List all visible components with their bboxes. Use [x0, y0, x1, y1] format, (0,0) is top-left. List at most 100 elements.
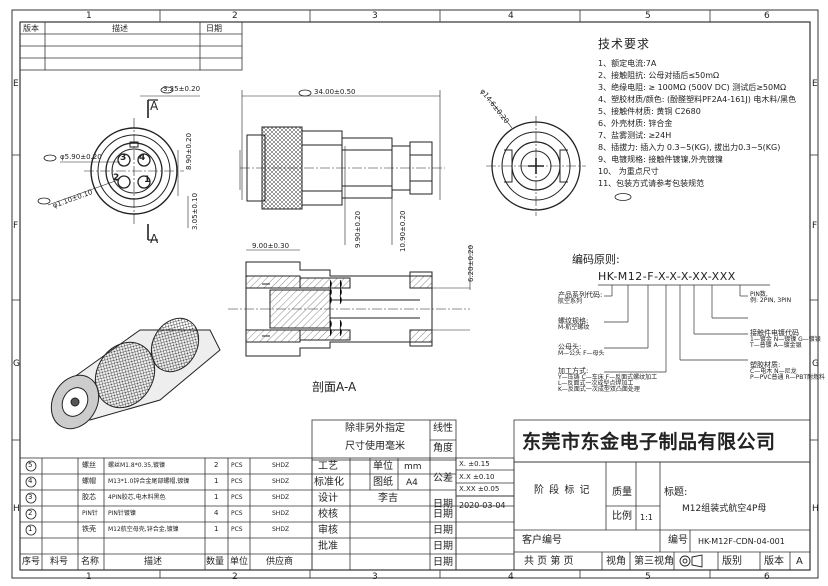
tol-xx: X.X ±0.10 — [459, 473, 495, 481]
grid-row-f: F — [13, 221, 19, 231]
dim-d3: φ5.90±0.20 — [60, 153, 102, 161]
section-mark-a-bottom: A — [150, 232, 159, 246]
tech-item: 8、插拔力: 插入力 0.3~5(KG), 拔出力0.3~5(KG) — [598, 143, 781, 152]
bom-header-supplier: 供应商 — [266, 557, 294, 567]
bom-desc: PIN针镀镍 — [108, 510, 136, 517]
grid-row-h: H — [13, 504, 20, 514]
grid-row-e: E — [13, 79, 19, 89]
sign-date-4: 日期 — [433, 541, 453, 552]
sign-date-3: 日期 — [433, 525, 453, 536]
bom-qty: 4 — [214, 509, 219, 517]
grid-ticks — [12, 10, 818, 578]
bom-desc: M13*1.0锌合金尾部螺帽,镀镍 — [108, 478, 190, 485]
bom-unit: PCS — [231, 526, 243, 533]
rev-desc-header: 描述 — [112, 24, 128, 33]
sign-date-2: 日期 — [433, 509, 453, 520]
grid-col-6-bottom: 6 — [764, 572, 770, 582]
bom-desc: 4PIN胶芯,电木料黑色 — [108, 494, 166, 501]
bom-header-qty: 数量 — [206, 557, 225, 567]
company-name: 东莞市东金电子制品有限公司 — [522, 431, 776, 453]
bom-name: 螺帽 — [82, 477, 96, 485]
code-value: HK-M12F-CDN-04-001 — [698, 537, 785, 546]
code-label-process: 加工方式: Y—压铸 C—车床 F—反面式螺纹加工 L—反面式一次成型点焊加工 … — [558, 367, 658, 393]
bom-unit: PCS — [231, 462, 243, 469]
code-label: 编号 — [668, 535, 688, 546]
bom-name: 螺丝 — [82, 461, 96, 469]
sign-designer: 李吉 — [378, 493, 398, 504]
tol-xxx: X.XX ±0.05 — [459, 485, 500, 493]
isometric-view — [50, 317, 221, 430]
sign-design: 设计 — [318, 493, 338, 504]
bom-no: 2 — [28, 509, 33, 517]
grid-col-2-bottom: 2 — [232, 572, 238, 582]
bom-no: 4 — [28, 477, 33, 485]
dim-d6: 3.05±0.10 — [191, 192, 199, 230]
sign-review: 审核 — [318, 525, 338, 536]
pin-label-3: 3 — [120, 153, 127, 163]
grid-row-h-right: H — [812, 504, 819, 514]
client-label: 客户编号 — [522, 535, 562, 546]
section-view — [228, 245, 471, 357]
sign-craft: 工艺 — [318, 461, 338, 472]
sign-std: 标准化 — [314, 477, 344, 488]
grid-row-f-right: F — [812, 221, 818, 231]
sheets-label: 共 页 第 页 — [524, 556, 574, 567]
tech-item: 3、绝缘电阻: ≥ 100MΩ (500V DC) 测试后≥50MΩ — [598, 83, 787, 92]
dim-d9: 10.90±0.20 — [399, 210, 407, 253]
bom-sup: SHDZ — [272, 526, 290, 533]
outer-frame — [11, 9, 819, 579]
sign-unit: 单位 — [373, 461, 393, 472]
sign-drawing: 图纸 — [373, 477, 393, 488]
tech-title: 技术要求 — [598, 37, 651, 51]
bom-header-part: 料号 — [50, 557, 69, 567]
section-mark-a-top: A — [150, 99, 159, 113]
code-pattern: HK-M12-F-X-X-X-XX-XXX — [598, 270, 736, 283]
code-label-gender: 公母头: M—公头 F—母头 — [558, 343, 605, 357]
grid-col-6: 6 — [764, 11, 770, 21]
bom-sup: SHDZ — [272, 494, 290, 501]
grid-col-1-bottom: 1 — [86, 572, 92, 582]
dim-d8: 9.90±0.20 — [354, 210, 362, 248]
bom-unit: PCS — [231, 494, 243, 501]
title-block-lines — [19, 419, 811, 571]
bom-sup: SHDZ — [272, 462, 290, 469]
grid-row-g: G — [13, 359, 20, 369]
tech-item: 10、 为重点尺寸 — [598, 167, 659, 176]
code-title: 编码原则: — [572, 253, 620, 266]
tech-item: 9、电镀规格: 接触件镀镍,外壳镀镍 — [598, 155, 723, 164]
tech-item: 7、盐雾测试: ≥24H — [598, 131, 672, 140]
side-view — [239, 90, 445, 245]
grid-row-e-right: E — [812, 79, 818, 89]
dim-d7: 9.00±0.30 — [252, 242, 290, 250]
bom-sup: SHDZ — [272, 478, 290, 485]
dim-d10: 6.20±0.20 — [467, 244, 475, 282]
scale-label: 比例 — [612, 511, 632, 522]
tech-item: 11、包装方式请参考包装规范 — [598, 179, 705, 188]
bom-desc: 螺丝M1.8*0.35,镀镍 — [108, 462, 165, 469]
bom-header-desc: 描述 — [144, 557, 163, 567]
bom-header-no: 序号 — [22, 557, 41, 567]
sign-approve: 批准 — [318, 541, 338, 552]
bom-sup: SHDZ — [272, 510, 290, 517]
key-dim-ovals — [37, 86, 632, 205]
bom-qty: 1 — [214, 477, 219, 485]
section-title: 剖面A-A — [312, 380, 357, 394]
sign-date-val: 2020-03-04 — [459, 501, 506, 510]
title-label: 标题: — [664, 487, 688, 498]
third-angle-icon — [679, 554, 703, 568]
grid-col-3-bottom: 3 — [372, 572, 378, 582]
bom-name: 胶芯 — [82, 493, 96, 501]
note-tol-label: 公差 — [433, 473, 453, 484]
code-label-thread: 螺纹规格: M-航空螺纹 — [558, 317, 590, 331]
sign-date-1: 日期 — [433, 499, 453, 510]
bom-header-unit: 单位 — [230, 557, 249, 567]
tech-item: 1、额定电流:7A — [598, 59, 657, 68]
bom-name: 铁壳 — [82, 525, 96, 533]
code-label-series: 产品系列代码: 航空系列 — [558, 291, 603, 305]
bom-qty: 1 — [214, 493, 219, 501]
tech-list: 1、额定电流:7A 2、接触阻抗: 公母对插后≤50mΩ 3、绝缘电阻: ≥ 1… — [598, 58, 796, 190]
dim-d1: 3.25±0.20 — [163, 85, 201, 93]
grid-row-g-right: G — [812, 359, 819, 369]
bom-unit: PCS — [231, 478, 243, 485]
code-label-plating: 接触件电镀代码 1—镀金 N—镀镍 G—镀银 T—普镀 A—镀金银 — [750, 329, 821, 349]
